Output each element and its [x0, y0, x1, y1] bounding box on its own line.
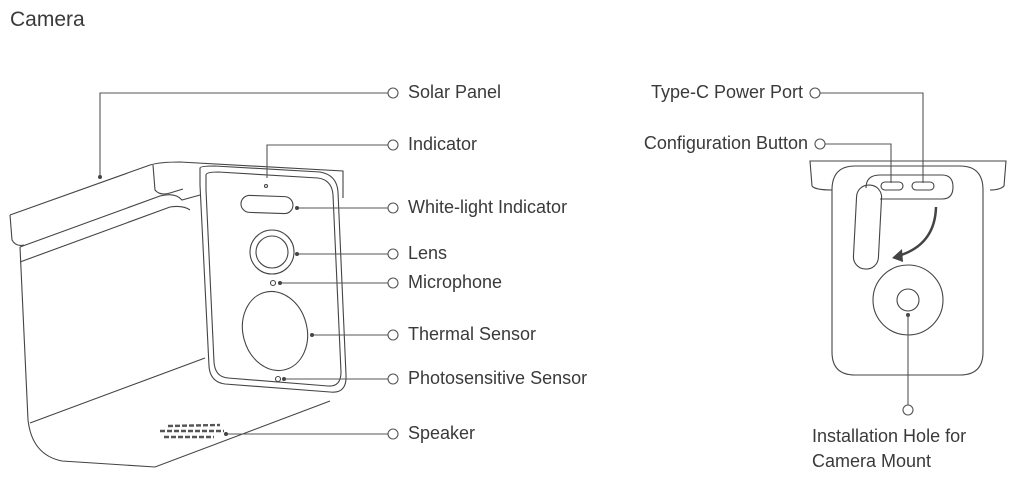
- front-leader-lines: [98, 87, 399, 440]
- label-lens: Lens: [408, 243, 448, 263]
- lens-icon: [249, 229, 295, 275]
- label-photosensitive-sensor: Photosensitive Sensor: [408, 368, 588, 388]
- thermal-sensor-icon: [241, 290, 309, 372]
- label-indicator: Indicator: [408, 134, 478, 154]
- label-type-c-power-port: Type-C Power Port: [650, 82, 803, 102]
- white-light-icon: [240, 194, 294, 215]
- microphone-icon: [269, 279, 277, 287]
- type-c-port-icon: [911, 181, 935, 191]
- label-installation-hole-line1: Installation Hole for: [812, 426, 967, 446]
- label-thermal-sensor: Thermal Sensor: [408, 324, 537, 344]
- label-solar-panel: Solar Panel: [408, 82, 502, 102]
- configuration-button-icon: [880, 181, 904, 191]
- indicator-icon: [263, 183, 269, 189]
- front-panel-outer: [199, 165, 347, 393]
- page-title: Camera: [10, 8, 85, 31]
- label-configuration-button: Configuration Button: [643, 133, 808, 153]
- label-speaker: Speaker: [408, 423, 476, 443]
- camera-front-view: [9, 161, 347, 468]
- cover-flap: [852, 184, 883, 270]
- speaker-grill-icon: [160, 423, 224, 439]
- front-panel-inner: [205, 171, 342, 387]
- label-white-light-indicator: White-light Indicator: [408, 197, 568, 217]
- camera-back-view: [809, 160, 1007, 376]
- photosensitive-icon: [274, 375, 282, 383]
- mount-hole-icon: [896, 288, 920, 312]
- label-installation-hole-line2: Camera Mount: [812, 451, 932, 471]
- label-microphone: Microphone: [408, 272, 503, 292]
- back-leader-lines: [809, 87, 924, 416]
- arrow-icon: [897, 206, 938, 258]
